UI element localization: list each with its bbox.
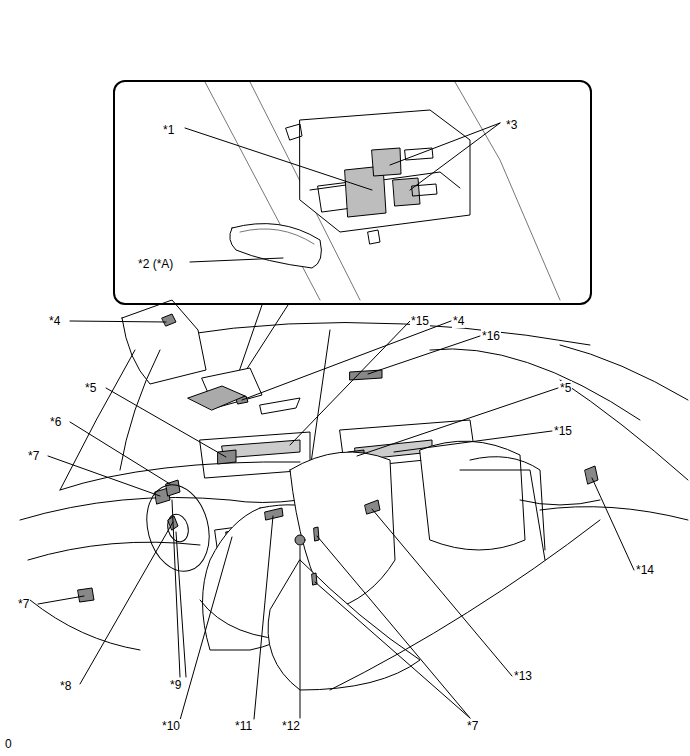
callout-number: *15 bbox=[553, 424, 573, 438]
callout-number: *4 bbox=[48, 314, 61, 328]
callout-number: *7 bbox=[27, 449, 40, 463]
callout-number: *14 bbox=[635, 563, 655, 577]
callout-number: *8 bbox=[59, 679, 72, 693]
callout-number: *6 bbox=[49, 415, 62, 429]
callout-number: *12 bbox=[281, 719, 301, 733]
callout-number: *11 bbox=[234, 719, 253, 733]
callout-number: *13 bbox=[513, 669, 533, 683]
detail-inset: *1 *3 *2 (*A) bbox=[113, 80, 592, 305]
callout-number: *3 bbox=[505, 118, 518, 132]
callout-number: *5 bbox=[559, 381, 572, 395]
callout-number: *7 bbox=[466, 719, 479, 733]
callout-number: *7 bbox=[17, 597, 30, 611]
callout-number: 0 bbox=[4, 737, 13, 751]
callout-number: *10 bbox=[161, 719, 181, 733]
callout-number: *16 bbox=[481, 329, 501, 343]
callout-number: *4 bbox=[452, 314, 465, 328]
callout-number: *2 (*A) bbox=[137, 257, 174, 271]
callout-number: *9 bbox=[169, 678, 182, 692]
callout-number: *15 bbox=[410, 314, 430, 328]
callout-number: *1 bbox=[162, 123, 175, 137]
callout-number: *5 bbox=[84, 381, 97, 395]
